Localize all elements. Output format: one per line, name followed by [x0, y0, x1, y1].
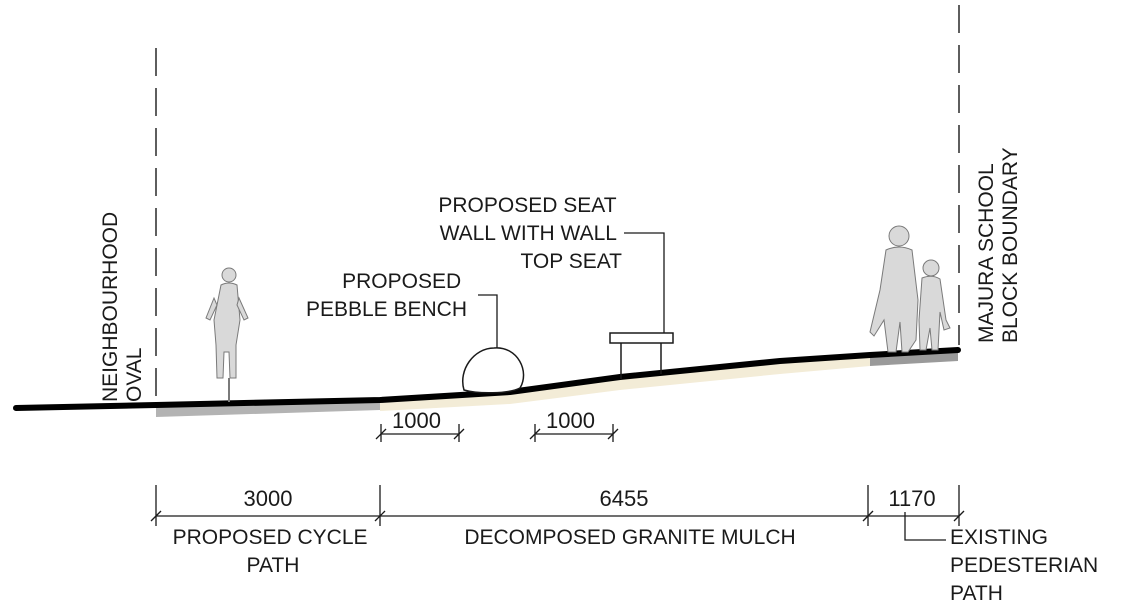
seat-wall-leader [624, 232, 665, 333]
granite-mulch-label: DECOMPOSED GRANITE MULCH [464, 526, 795, 549]
pebble-bench-label: PROPOSED PEBBLE BENCH [306, 270, 467, 321]
pebble-bench-dimension-value: 1000 [392, 408, 441, 433]
zone-dimension-string [150, 485, 965, 526]
seat-wall-dimension-value: 1000 [546, 408, 595, 433]
pebble-bench-leader [478, 294, 498, 348]
granite-mulch-width: 6455 [600, 486, 649, 511]
neighbourhood-oval-label: NEIGHBOURHOOD OVAL [99, 206, 146, 402]
ground-line [13, 347, 961, 411]
pedestrian-path-leader [904, 512, 946, 541]
granite-mulch-surface [380, 356, 870, 411]
cyclist-figure [205, 267, 249, 402]
pebble-bench [462, 347, 525, 394]
majura-school-label: MAJURA SCHOOL BLOCK BOUNDARY [975, 147, 1022, 343]
cycle-path-label: PROPOSED CYCLE PATH [173, 526, 374, 577]
seat-wall-label: PROPOSED SEAT WALL WITH WALL TOP SEAT [438, 194, 622, 273]
cycle-path-width: 3000 [244, 486, 293, 511]
pebble-bench-dimension [375, 424, 465, 442]
pedestrian-path-width: 1170 [888, 486, 935, 511]
pedestrians-figure [869, 225, 951, 353]
pedestrian-path-label: EXISTING PEDESTERIAN PATH [950, 526, 1104, 605]
seat-wall-dimension [529, 424, 619, 442]
seat-wall [609, 332, 674, 379]
